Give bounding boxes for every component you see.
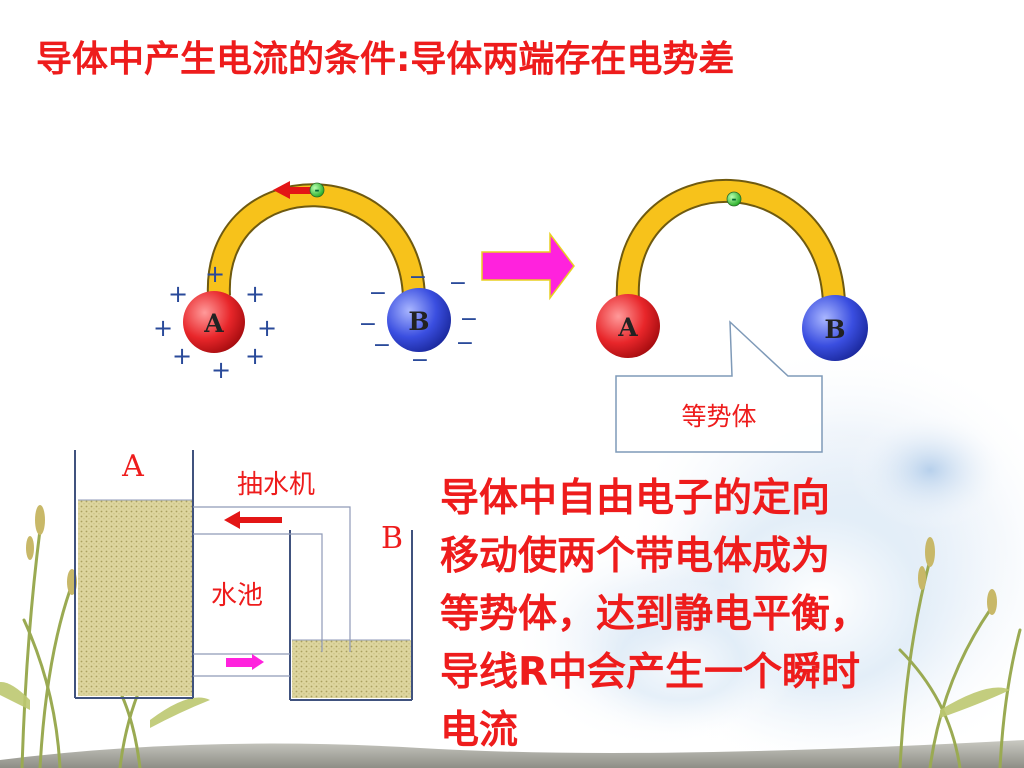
sphere-b-label: B <box>824 315 845 344</box>
explanation-line: 导线R中会产生一个瞬时 <box>440 650 861 695</box>
pump-arrow <box>224 511 282 529</box>
plus-sign: + <box>245 342 265 370</box>
electron-sign: - <box>732 192 737 206</box>
tank-a-label: A <box>121 449 144 484</box>
pool-label: 水池 <box>211 581 263 611</box>
minus-sign: − <box>359 312 377 337</box>
minus-sign: − <box>456 331 474 356</box>
negative-charges: − − − − − − − − <box>359 265 478 373</box>
tank-b-label: B <box>381 521 403 556</box>
explanation-line: 等势体，达到静电平衡， <box>440 592 870 637</box>
sphere-a-before <box>183 291 245 353</box>
sphere-a-label: A <box>617 313 638 342</box>
minus-sign: − <box>411 348 429 373</box>
positive-charges: + + + + + + + + <box>153 260 277 384</box>
tank-a-water <box>78 500 192 696</box>
plus-sign: + <box>205 260 225 288</box>
minus-sign: − <box>409 265 427 290</box>
equipotential-callout <box>615 320 823 453</box>
electron-before <box>309 182 325 198</box>
pump-pipe <box>193 506 351 677</box>
explanation-line: 导体中自由电子的定向 <box>440 476 831 521</box>
water-analogy: A B 抽水机 <box>74 449 413 701</box>
after-state: - A B 等势体 <box>596 179 868 453</box>
minus-sign: − <box>373 333 391 358</box>
minus-sign: − <box>460 307 478 332</box>
plus-sign: + <box>168 280 188 308</box>
plus-sign: + <box>172 342 192 370</box>
plus-sign: + <box>245 280 265 308</box>
minus-sign: − <box>449 271 467 296</box>
plus-sign: + <box>153 314 173 342</box>
sphere-b-before <box>387 288 451 352</box>
pump-label: 抽水机 <box>237 470 315 500</box>
explanation-line: 电流 <box>440 708 519 753</box>
callout-label: 等势体 <box>681 402 756 431</box>
sphere-a-label: A <box>203 309 224 338</box>
sphere-b-label: B <box>408 307 429 336</box>
electron-sign: - <box>315 183 320 197</box>
sphere-a-after <box>596 294 660 358</box>
electron-after <box>726 191 742 207</box>
sphere-b-after <box>802 295 868 361</box>
plus-sign: + <box>257 314 277 342</box>
explanation-line: 移动使两个带电体成为 <box>440 534 831 579</box>
tank-b-water <box>292 640 411 698</box>
current-arrow <box>273 181 313 199</box>
minus-sign: − <box>369 281 387 306</box>
flow-arrow <box>226 654 264 670</box>
before-state: - A + + + + + + + + B − − − <box>153 181 478 384</box>
transition-arrow <box>481 231 575 301</box>
explanation-text: 导体中自由电子的定向 移动使两个带电体成为 等势体，达到静电平衡， 导线R中会产… <box>440 470 1000 760</box>
plus-sign: + <box>211 356 231 384</box>
slide-title: 导体中产生电流的条件:导体两端存在电势差 <box>36 39 735 80</box>
